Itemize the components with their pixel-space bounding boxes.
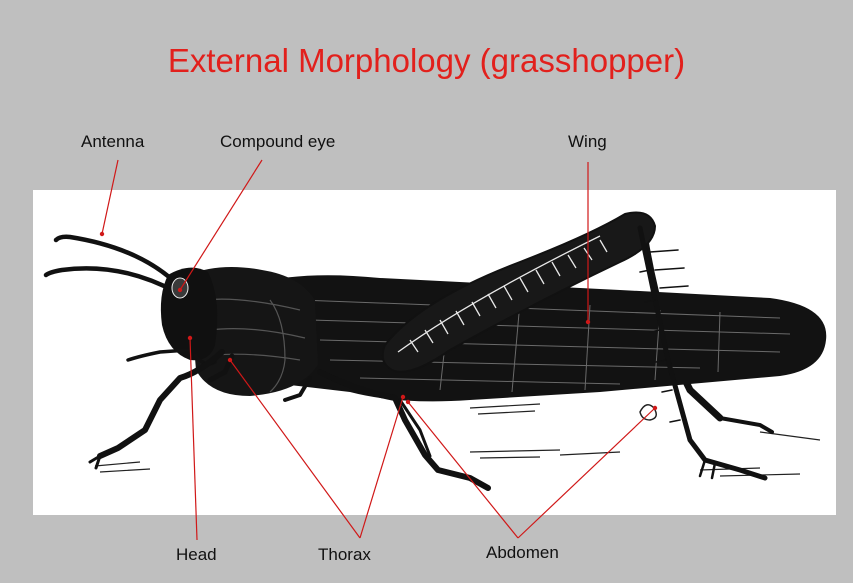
- label-abdomen: Abdomen: [486, 543, 559, 563]
- head-body: [161, 268, 217, 361]
- label-compound-eye: Compound eye: [220, 132, 335, 152]
- ground-hatching: [95, 404, 820, 476]
- label-antenna: Antenna: [81, 132, 144, 152]
- label-head: Head: [176, 545, 217, 565]
- label-thorax: Thorax: [318, 545, 371, 565]
- leader-antenna: [102, 160, 118, 234]
- leader-thorax-b: [360, 397, 403, 538]
- antennae: [46, 237, 178, 292]
- label-wing: Wing: [568, 132, 607, 152]
- leader-abdomen-b: [518, 408, 655, 538]
- leader-abdomen-a: [408, 402, 518, 538]
